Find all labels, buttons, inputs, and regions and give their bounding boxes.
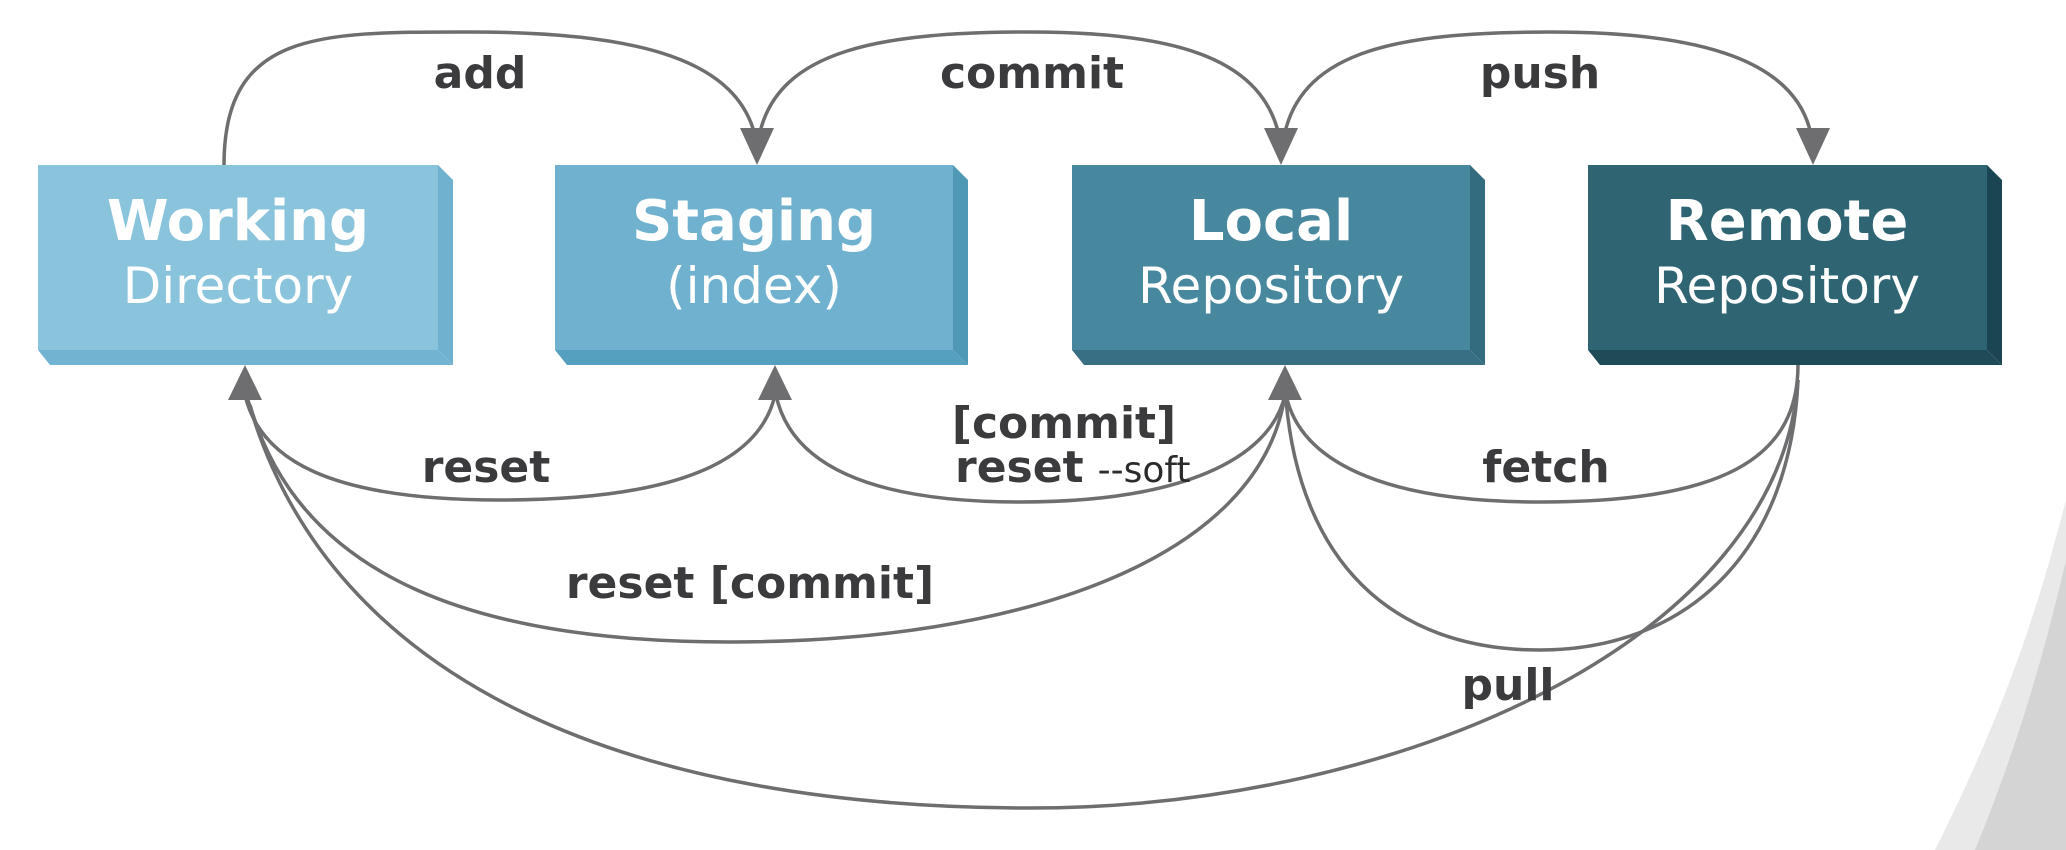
box-bottom	[1072, 350, 1485, 365]
box-side	[953, 165, 968, 365]
stage-subtitle: Repository	[1138, 257, 1404, 315]
stage-working-directory: Working Directory	[38, 165, 453, 365]
box-face	[1072, 165, 1470, 350]
box-side	[438, 165, 453, 365]
arrow-reset	[228, 365, 792, 502]
box-face	[555, 165, 953, 350]
stage-subtitle: Repository	[1654, 257, 1920, 315]
label-push: push	[1480, 48, 1600, 99]
stage-title: Working	[107, 189, 369, 254]
box-face	[1588, 165, 1987, 350]
arrow-pull-working	[246, 379, 1800, 810]
label-reset: reset	[422, 442, 551, 493]
stage-remote-repository: Remote Repository	[1588, 165, 2002, 365]
box-bottom	[555, 350, 968, 365]
box-side	[1470, 165, 1485, 365]
label-commit: commit	[940, 48, 1124, 99]
stage-title: Local	[1189, 189, 1353, 254]
label-soft-flag: --soft	[1098, 450, 1191, 491]
stage-staging-index: Staging (index)	[555, 165, 968, 365]
label-fetch: fetch	[1482, 442, 1609, 493]
label-reset-bold: reset	[955, 442, 1084, 493]
stage-subtitle: (index)	[666, 257, 842, 315]
label-add: add	[434, 48, 527, 99]
label-commit-reset-soft-line1: [commit]	[952, 398, 1176, 449]
box-side	[1987, 165, 2002, 365]
label-commit-reset-soft-line2: reset --soft	[955, 442, 1191, 493]
label-reset-commit: reset [commit]	[566, 558, 934, 609]
box-bottom	[38, 350, 453, 365]
arrow-add	[222, 30, 774, 166]
box-face	[38, 165, 438, 350]
label-pull: pull	[1462, 660, 1555, 711]
arrow-pull-local	[1284, 379, 1800, 652]
arrow-push	[1283, 30, 1830, 165]
arrow-reset-commit	[248, 394, 1287, 644]
stage-title: Remote	[1666, 189, 1909, 254]
box-bottom	[1588, 350, 2002, 365]
arrow-commit	[758, 30, 1298, 165]
arrow-fetch	[1284, 364, 1800, 504]
stage-title: Staging	[632, 189, 876, 254]
stage-local-repository: Local Repository	[1072, 165, 1485, 365]
stage-subtitle: Directory	[123, 257, 353, 315]
page-curl-decoration	[1935, 500, 2066, 850]
arrow-commit-reset-soft	[774, 365, 1302, 504]
